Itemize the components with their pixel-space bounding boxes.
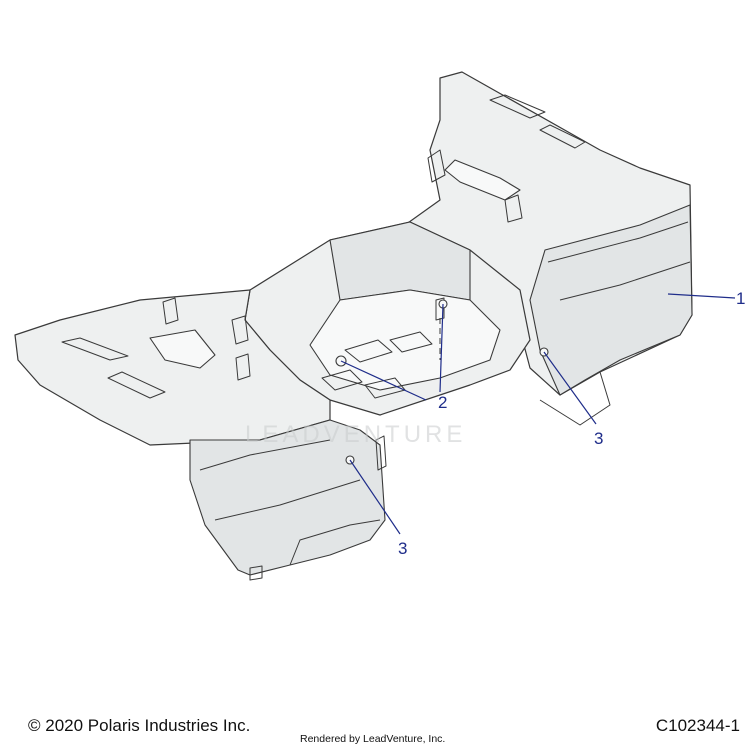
rack-rear-side-panel [529, 204, 693, 396]
leader-line-3a [543, 351, 597, 425]
callout-2[interactable]: 2 [438, 393, 447, 412]
leader-line-2a [340, 360, 427, 401]
leader-line-3b [349, 459, 401, 535]
tub-floor-panel [309, 289, 501, 391]
rear-cab-part[interactable] [14, 71, 693, 581]
leader-line-2b [439, 303, 444, 393]
rack-front-left [14, 289, 331, 446]
drawing-number: C102344-1 [655, 716, 740, 735]
fastener-2[interactable] [335, 299, 448, 367]
copyright-text: © 2020 Polaris Industries Inc. [28, 716, 251, 735]
leader-line-1 [667, 293, 736, 299]
rendered-by-text: Rendered by LeadVenture, Inc. [300, 733, 446, 745]
watermark-text: LEADVENTURE [245, 421, 466, 448]
callout-3-front[interactable]: 3 [398, 539, 407, 558]
rack-front-handle-slot [149, 329, 216, 369]
callout-3-rear[interactable]: 3 [594, 429, 603, 448]
callout-1[interactable]: 1 [736, 289, 745, 308]
